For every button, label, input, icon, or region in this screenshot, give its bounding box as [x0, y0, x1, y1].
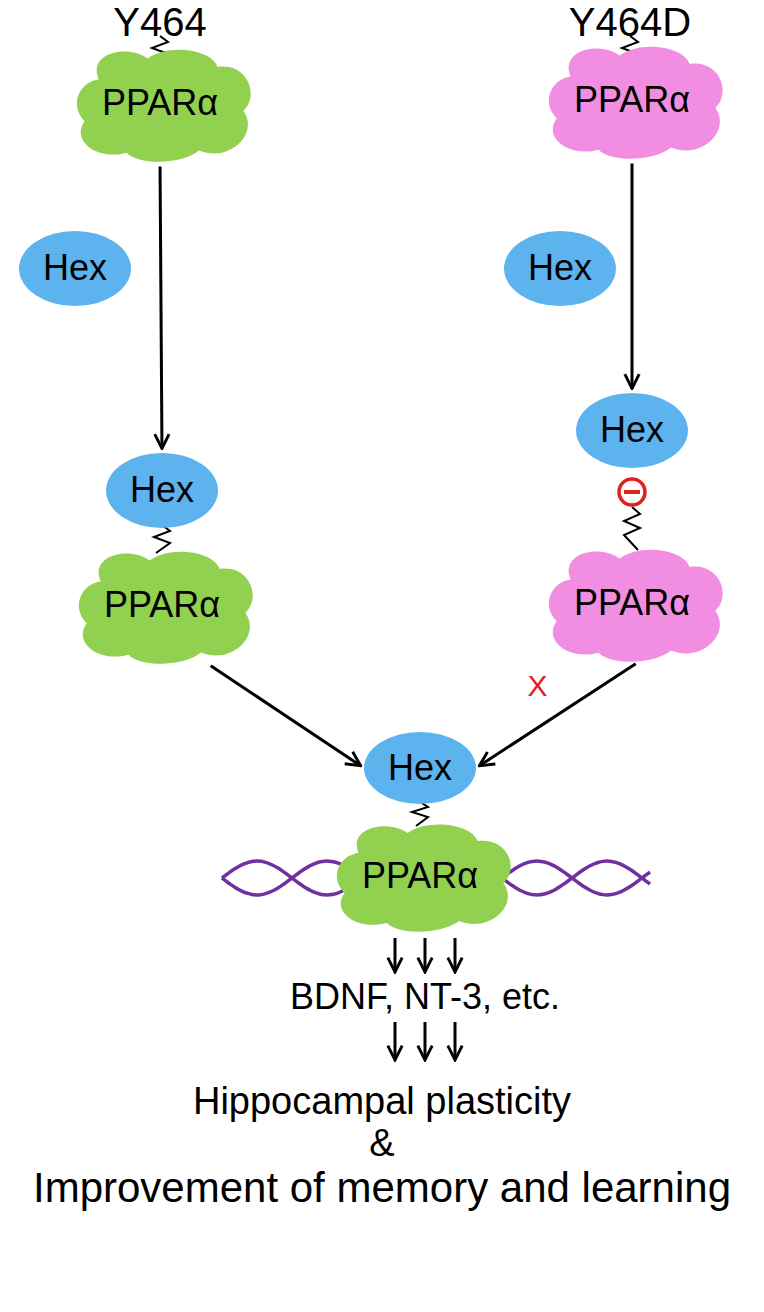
- ligand-ellipse: Hex: [106, 453, 218, 528]
- arrow-connector: [631, 164, 634, 389]
- node-label: PPARα: [574, 80, 690, 120]
- outcome-text: Hippocampal plasticity: [193, 1081, 571, 1123]
- tail-squiggle: [154, 525, 170, 553]
- outcome-text: Improvement of memory and learning: [33, 1165, 731, 1211]
- node-label: Hex: [528, 248, 592, 288]
- node-label: Hex: [43, 248, 107, 288]
- outcome-text: &: [369, 1123, 394, 1165]
- protein-blob: PPARα: [333, 821, 508, 931]
- protein-blob: PPARα: [75, 548, 250, 663]
- tail-squiggle: [624, 507, 640, 550]
- tail-squiggle: [412, 802, 428, 826]
- tail-squiggles: [152, 36, 640, 826]
- node-label: PPARα: [574, 583, 690, 623]
- protein-blob: PPARα: [545, 546, 720, 661]
- protein-blob: PPARα: [73, 46, 248, 161]
- arrow-connector: [479, 664, 635, 766]
- ligand-ellipse: Hex: [576, 393, 688, 468]
- arrow-connector: [160, 167, 162, 449]
- node-label: Hex: [130, 470, 194, 510]
- repulsion-symbol: [619, 479, 645, 505]
- ligand-ellipse: Hex: [19, 231, 131, 306]
- ligand-ellipse: Hex: [364, 732, 476, 804]
- block-mark: X: [528, 668, 548, 701]
- arrow-connector: [211, 666, 361, 766]
- node-label: PPARα: [102, 83, 218, 123]
- node-label: PPARα: [362, 856, 478, 896]
- residue-label: Y464D: [569, 0, 691, 44]
- outcome-text: BDNF, NT-3, etc.: [290, 977, 560, 1017]
- protein-blob: PPARα: [545, 43, 720, 158]
- node-label: PPARα: [104, 585, 220, 625]
- ligand-ellipse: Hex: [504, 231, 616, 306]
- node-label: Hex: [600, 410, 664, 450]
- residue-label: Y464: [113, 0, 206, 44]
- node-label: Hex: [388, 748, 452, 788]
